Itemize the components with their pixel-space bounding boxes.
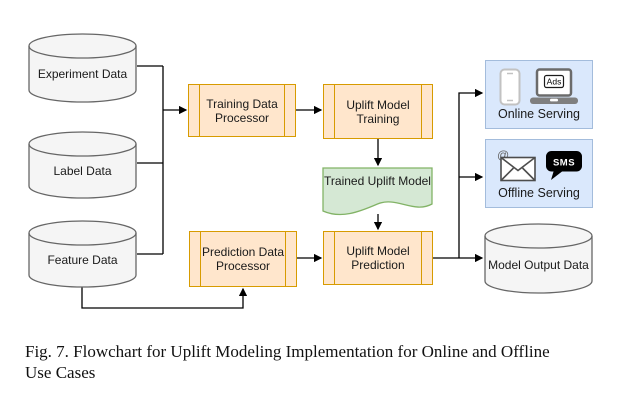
offline-serving-label: Offline Serving <box>498 186 580 200</box>
datastore-label: Label Data <box>53 164 112 178</box>
online-serving-icons: Ads <box>499 61 580 107</box>
process-label-line: Processor <box>215 259 270 273</box>
online-serving-label: Online Serving <box>498 107 580 121</box>
datastore-label: Feature Data <box>47 253 118 267</box>
caption-line-1: Fig. 7. Flowchart for Uplift Modeling Im… <box>25 342 550 361</box>
process-label-line: Prediction <box>351 258 405 272</box>
process-label-line: Uplift Model <box>346 244 410 258</box>
flowchart-connectors <box>81 65 484 309</box>
process-label-line: Processor <box>214 110 270 125</box>
process-label-line: Prediction Data <box>201 245 285 259</box>
datastore-model-output-data: Model Output Data <box>484 223 593 294</box>
laptop-ads-icon: Ads <box>529 68 578 104</box>
document-shape <box>322 167 433 216</box>
process-label: Uplift Model Prediction <box>346 244 409 272</box>
process-prediction-data-processor: Prediction Data Processor <box>189 231 297 287</box>
artifact-label: Trained Uplift Model <box>324 174 431 188</box>
caption-line-2: Use Cases <box>25 363 96 382</box>
artifact-trained-uplift-model: Trained Uplift Model <box>322 167 433 219</box>
ads-label: Ads <box>546 77 561 87</box>
cylinder-shape <box>28 33 137 103</box>
arrow-branch-to-online-serving <box>458 88 484 258</box>
cylinder-shape <box>28 131 137 199</box>
arrow-feature-to-prediction-processor <box>81 287 248 309</box>
junction-lines <box>137 65 164 255</box>
figure-caption: Fig. 7. Flowchart for Uplift Modeling Im… <box>25 341 550 383</box>
process-label-line: Uplift Model <box>346 97 410 112</box>
datastore-label: Experiment Data <box>37 67 128 81</box>
offline-serving-icons: @ SMS <box>496 140 583 186</box>
serving-online-box: Ads Online Serving <box>485 60 593 129</box>
cylinder-shape <box>28 220 137 288</box>
process-label-line: Training <box>356 111 400 126</box>
email-icon: @ <box>497 148 536 182</box>
process-uplift-model-training: Uplift Model Training <box>323 84 433 139</box>
datastore-feature-data: Feature Data <box>28 220 137 288</box>
cylinder-shape <box>484 223 593 294</box>
serving-offline-box: @ SMS Offline Serving <box>485 139 593 208</box>
process-label-line: Training Data <box>206 96 278 111</box>
process-label: Uplift Model Training <box>346 98 409 126</box>
sms-label: SMS <box>552 158 574 169</box>
process-label: Prediction Data Processor <box>202 245 284 273</box>
process-label: Training Data Processor <box>206 97 278 125</box>
datastore-experiment-data: Experiment Data <box>28 33 137 103</box>
smartphone-icon <box>499 68 520 106</box>
process-training-data-processor: Training Data Processor <box>188 84 296 137</box>
datastore-label-data: Label Data <box>28 131 137 199</box>
sms-icon: SMS <box>545 151 582 180</box>
datastore-label: Model Output Data <box>488 257 589 272</box>
process-uplift-model-prediction: Uplift Model Prediction <box>323 231 433 285</box>
